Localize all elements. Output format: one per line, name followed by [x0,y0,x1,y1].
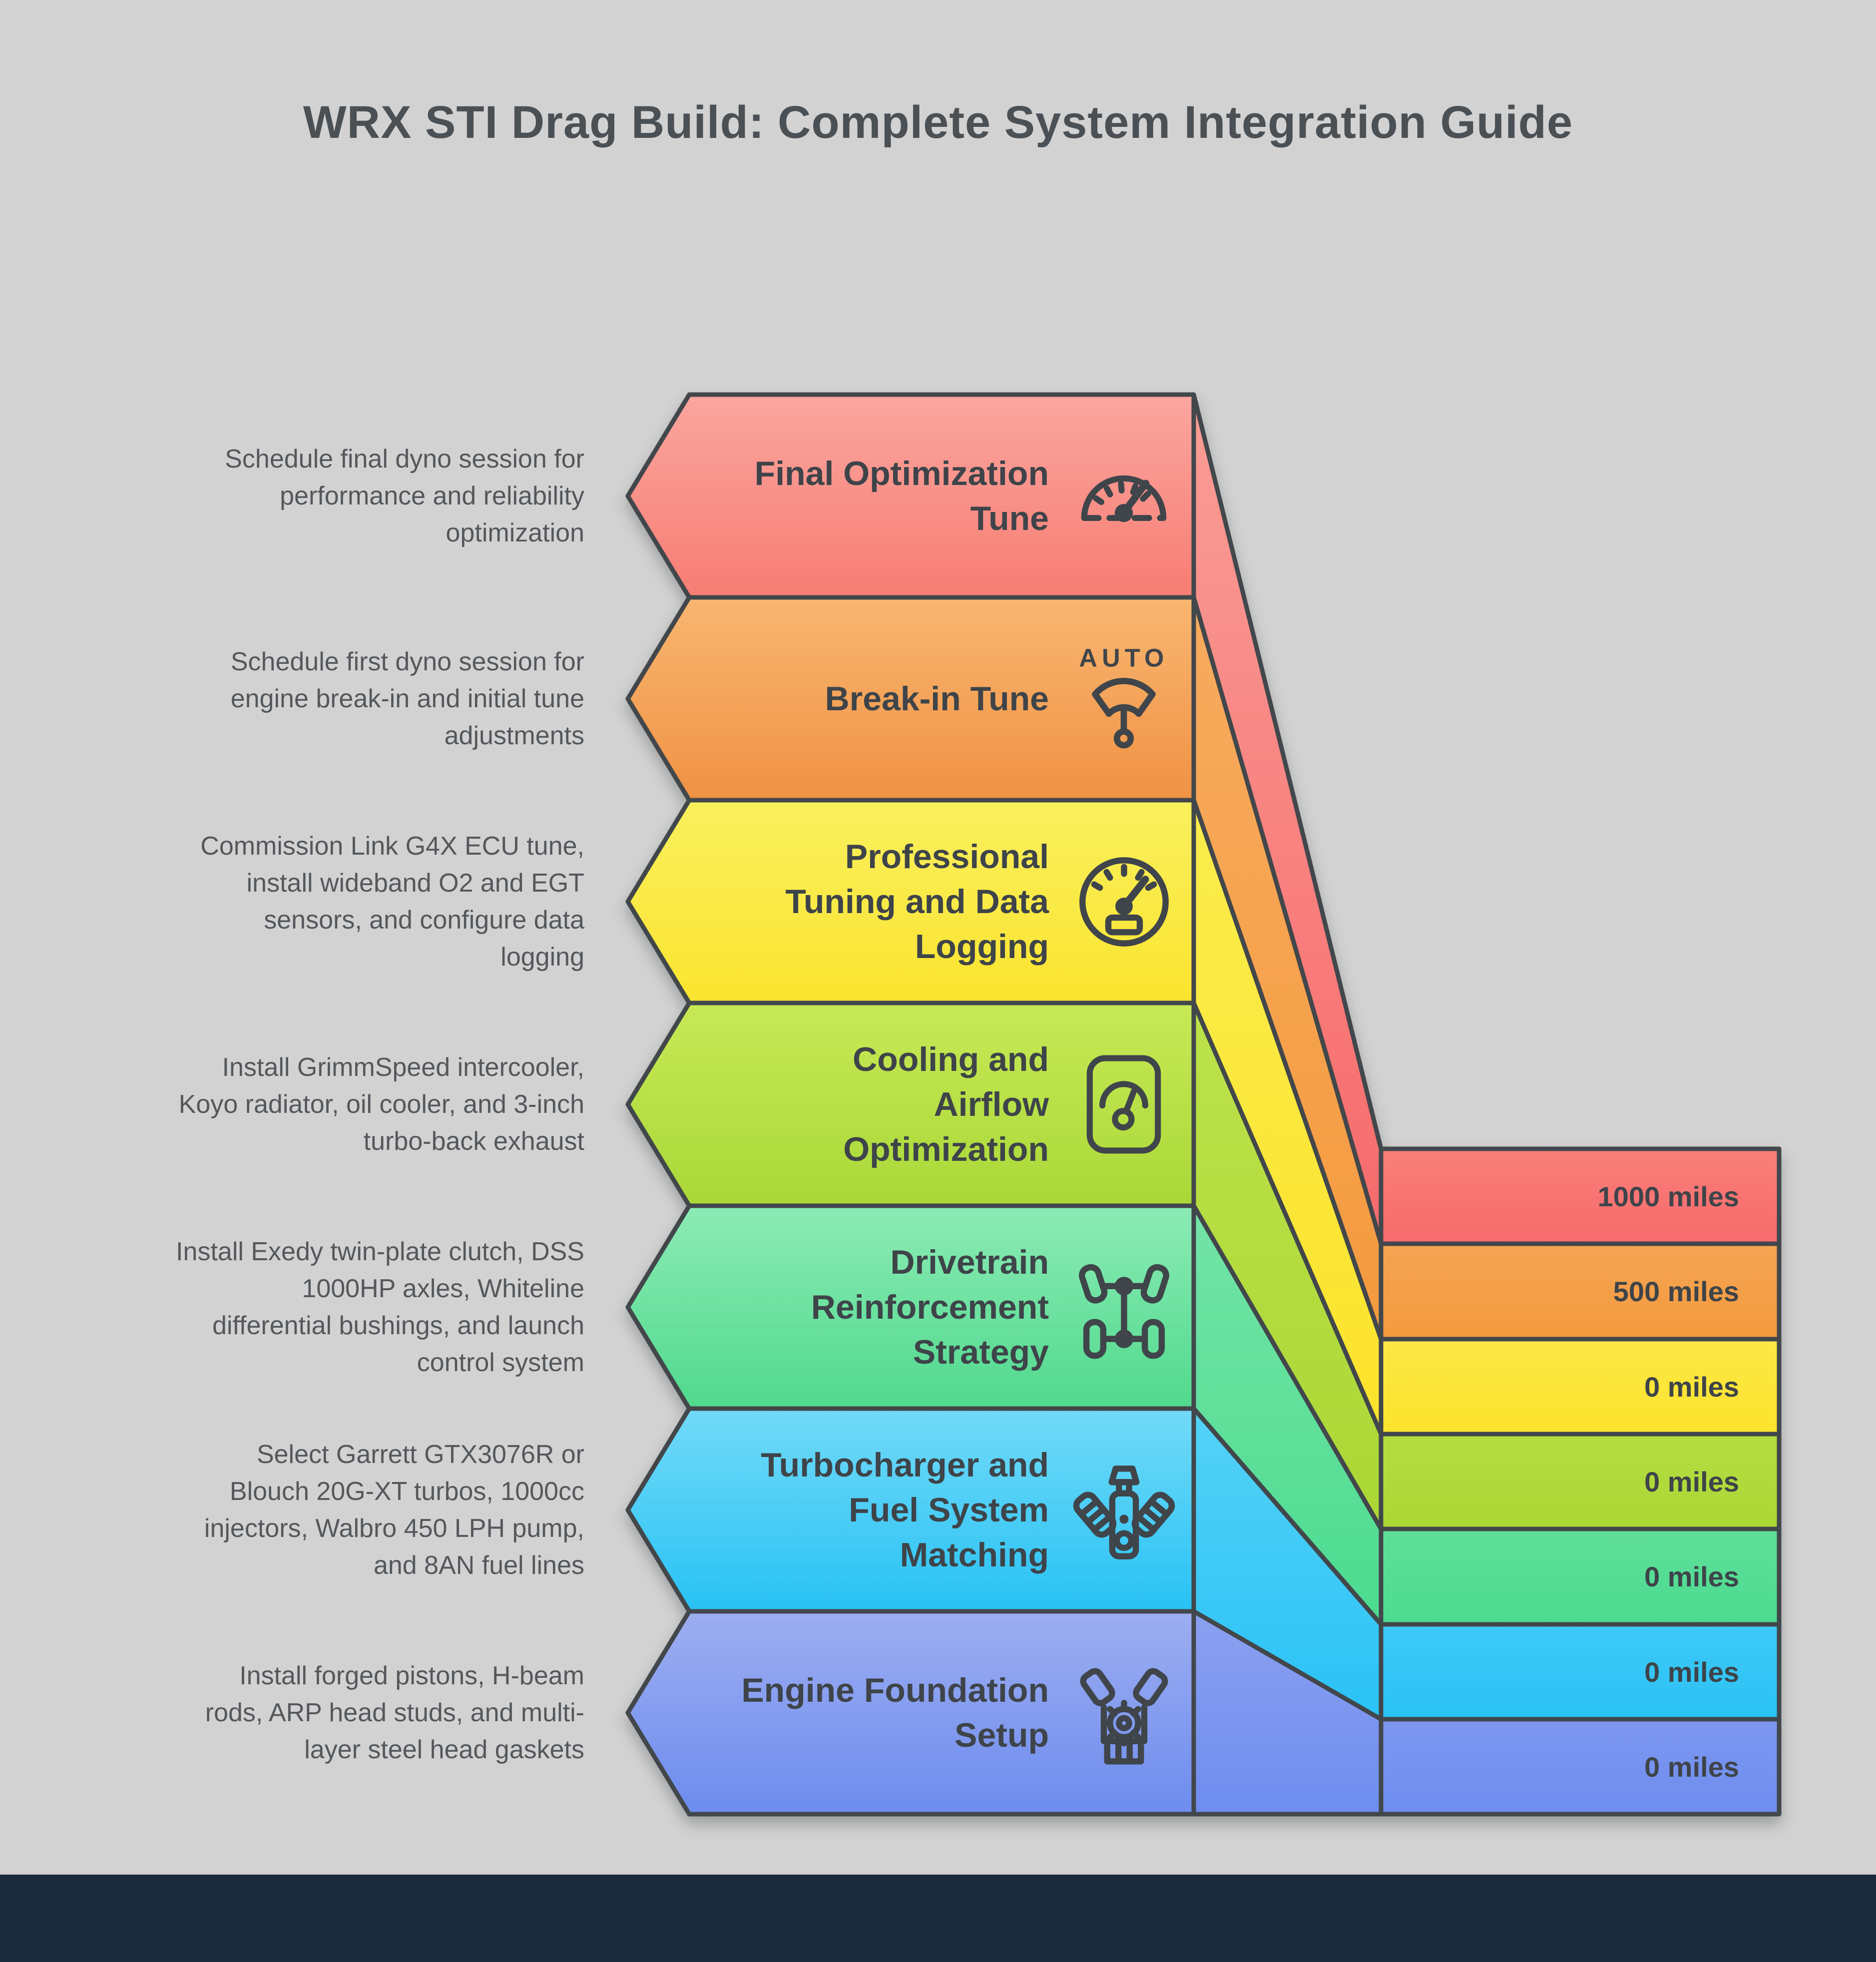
milestone-label-wrap: 1000 miles [1381,1149,1779,1244]
drivetrain-icon [1078,1264,1169,1359]
step-chevron [628,1611,1194,1814]
step-description-wrap: Install GrimmSpeed intercooler, Koyo rad… [85,1003,584,1206]
step-icon-wrap [1064,1003,1184,1206]
step-description-wrap: Select Garrett GTX3076R or Blouch 20G-XT… [85,1409,584,1611]
milestone-box [1381,1719,1779,1814]
step-title: Final Optimization Tune [754,455,1049,537]
milestone-label: 500 miles [1613,1275,1739,1307]
step-title-wrap: Cooling and Airflow Optimization [689,1003,1049,1206]
step-description: Install Exedy twin-plate clutch, DSS 100… [176,1237,584,1377]
step-title: Drivetrain Reinforcement Strategy [811,1243,1049,1371]
step-description: Schedule first dyno session for engine b… [230,647,584,750]
auto-gauge-icon-text: AUTO [1079,644,1168,672]
flow-ribbons [1194,395,1381,1814]
milestone-label: 1000 miles [1597,1180,1739,1212]
step-description-wrap: Schedule first dyno session for engine b… [85,597,584,800]
step-title: Professional Tuning and Data Logging [785,838,1049,966]
step-description-wrap: Schedule final dyno session for performa… [85,395,584,597]
step-title-wrap: Break-in Tune [689,597,1049,800]
milestone-label-wrap: 0 miles [1381,1434,1779,1529]
milestone-box [1381,1434,1779,1529]
milestone-label: 0 miles [1644,1751,1739,1783]
engine-gear-icon [1080,1668,1168,1764]
step-icon-wrap [1064,1206,1184,1409]
milestone-label-wrap: 0 miles [1381,1624,1779,1719]
step-title-wrap: Turbocharger and Fuel System Matching [689,1409,1049,1611]
step-description-wrap: Commission Link G4X ECU tune, install wi… [85,800,584,1003]
step-icon-wrap: AUTO [1064,597,1184,800]
step-title-wrap: Final Optimization Tune [689,395,1049,597]
dial-panel-icon [1086,1055,1161,1154]
page-title: WRX STI Drag Build: Complete System Inte… [303,97,1573,148]
step-icon-wrap [1064,1611,1184,1814]
milestone-label-wrap: 0 miles [1381,1719,1779,1814]
step-title-wrap: Engine Foundation Setup [689,1611,1049,1814]
step-title-wrap: Drivetrain Reinforcement Strategy [689,1206,1049,1409]
step-description: Install GrimmSpeed intercooler, Koyo rad… [178,1053,584,1156]
step-description: Commission Link G4X ECU tune, install wi… [200,832,584,972]
milestone-label-wrap: 0 miles [1381,1339,1779,1434]
step-title: Turbocharger and Fuel System Matching [761,1446,1049,1574]
step-title: Cooling and Airflow Optimization [843,1040,1049,1168]
gauge-icon [1081,475,1167,522]
engine-fuel-icon [1073,1465,1175,1559]
milestone-label-wrap: 500 miles [1381,1244,1779,1339]
milestone-boxes [1381,1149,1779,1814]
step-title: Engine Foundation Setup [741,1671,1049,1754]
milestone-label: 0 miles [1644,1560,1739,1592]
milestone-label: 0 miles [1644,1656,1739,1688]
step-description-wrap: Install forged pistons, H-beam rods, ARP… [85,1611,584,1814]
milestone-label: 0 miles [1644,1466,1739,1497]
milestone-label-wrap: 0 miles [1381,1529,1779,1624]
milestone-label: 0 miles [1644,1371,1739,1403]
step-icon-wrap [1064,1409,1184,1611]
step-description-wrap: Install Exedy twin-plate clutch, DSS 100… [85,1206,584,1409]
auto-gauge-icon: AUTO [1079,644,1168,749]
footer-bar [0,1875,1876,1962]
step-chevrons [628,395,1194,1814]
step-description: Schedule final dyno session for performa… [225,445,584,547]
milestone-box [1381,1624,1779,1719]
step-title: Break-in Tune [825,680,1049,718]
step-title-wrap: Professional Tuning and Data Logging [689,800,1049,1003]
step-description: Install forged pistons, H-beam rods, ARP… [205,1661,584,1764]
step-description: Select Garrett GTX3076R or Blouch 20G-XT… [204,1440,584,1580]
milestone-box [1381,1244,1779,1339]
step-icon-wrap [1064,395,1184,597]
speedometer-icon [1079,857,1169,947]
step-icon-wrap [1064,800,1184,1003]
